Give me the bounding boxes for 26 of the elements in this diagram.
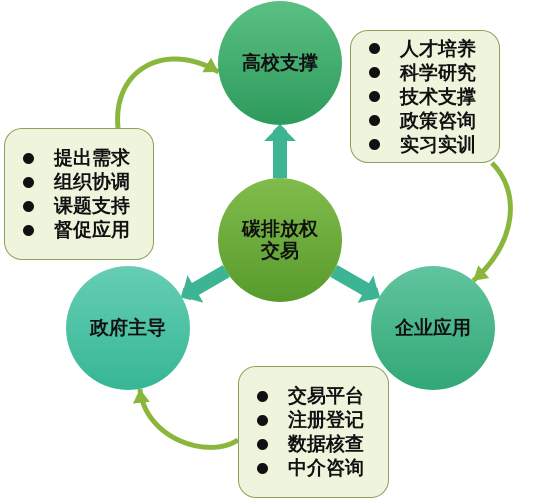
list-card (4, 128, 154, 260)
circle-label: 碳排放权交易 (240, 218, 319, 262)
list-item: 交易平台 (288, 384, 364, 408)
list-item: 实习实训 (400, 132, 476, 156)
circle-label: 企业应用 (395, 317, 471, 339)
list-item: 数据核查 (288, 432, 364, 456)
list-item: 课题支持 (54, 194, 130, 218)
arrow (180, 265, 230, 303)
arrow (134, 388, 240, 450)
arrow (264, 125, 296, 178)
list-item: 提出需求 (54, 146, 130, 170)
list-card (350, 30, 500, 163)
arrow (115, 56, 220, 128)
circle-label: 政府主导 (90, 317, 166, 339)
list-item: 政策咨询 (400, 108, 476, 132)
list-item: 组织协调 (54, 170, 130, 194)
circle-label: 高校支撑 (242, 52, 318, 74)
list-card (238, 366, 389, 498)
list-item: 督促应用 (54, 218, 130, 242)
list-item: 科学研究 (400, 60, 476, 84)
list-item: 技术支撑 (400, 84, 476, 108)
arrow (471, 161, 513, 283)
arrow (330, 264, 380, 304)
list-item: 中介咨询 (288, 456, 364, 480)
list-item: 人才培养 (400, 36, 476, 60)
list-item: 注册登记 (288, 408, 364, 432)
